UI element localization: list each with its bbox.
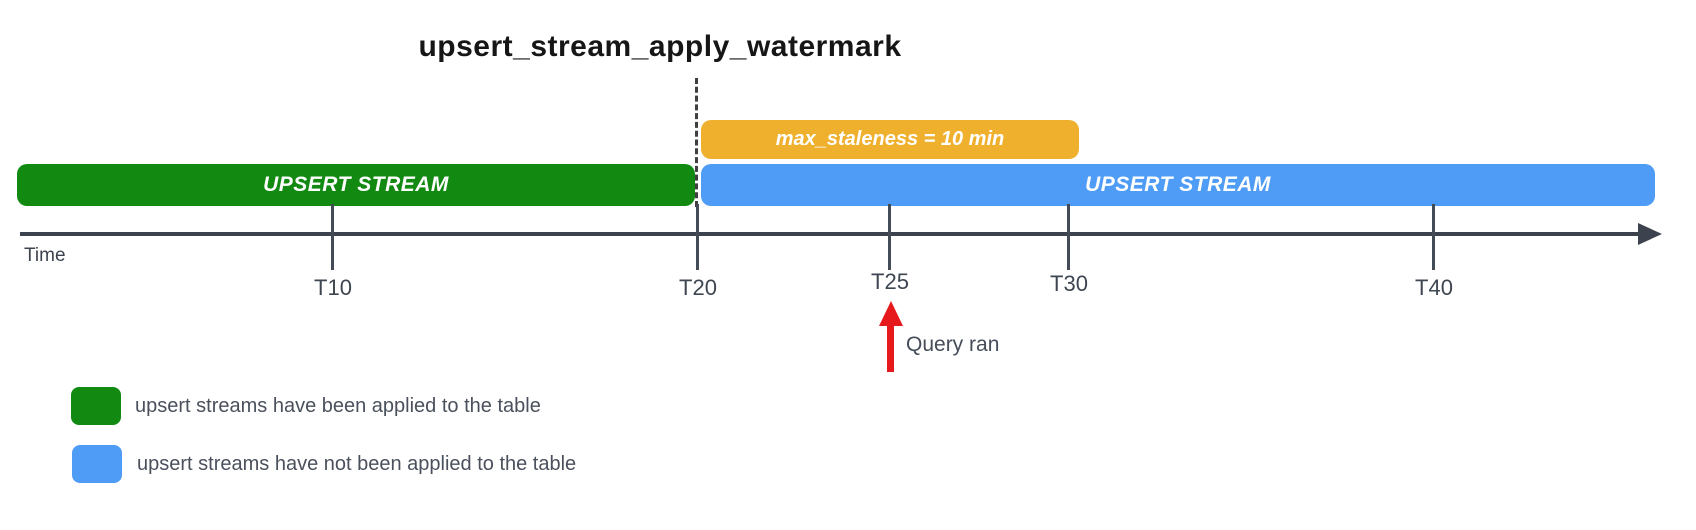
max-staleness-bar-label: max_staleness = 10 min: [775, 128, 1005, 150]
tick-t30: [1067, 204, 1070, 270]
upsert-stream-applied-bar: UPSERT STREAM: [17, 164, 695, 206]
tick-t20: [696, 204, 699, 270]
tick-label-t40: T40: [1415, 275, 1453, 300]
max-staleness-bar: max_staleness = 10 min: [701, 120, 1079, 159]
query-ran-arrow-icon: [879, 301, 903, 326]
tick-t40: [1432, 204, 1435, 270]
time-axis-line: [20, 232, 1642, 236]
legend-label-applied: upsert streams have been applied to the …: [135, 395, 541, 417]
tick-t10: [331, 204, 334, 270]
tick-t25: [888, 204, 891, 270]
watermark-dotted-line: [695, 78, 698, 207]
tick-label-t10: T10: [314, 275, 352, 300]
tick-label-t25: T25: [871, 269, 909, 294]
legend-label-pending: upsert streams have not been applied to …: [137, 453, 577, 475]
query-ran-label: Query ran: [906, 333, 1000, 356]
time-axis-label: Time: [24, 245, 66, 266]
tick-label-t20: T20: [679, 275, 717, 300]
query-ran-arrow-stem: [887, 324, 894, 372]
tick-label-t30: T30: [1050, 271, 1088, 296]
legend-swatch-pending-blue: [72, 445, 122, 483]
legend-swatch-applied-green: [71, 387, 121, 425]
diagram-title: upsert_stream_apply_watermark: [418, 30, 902, 63]
upsert-stream-applied-bar-label: UPSERT STREAM: [263, 173, 449, 196]
upsert-stream-pending-bar: UPSERT STREAM: [701, 164, 1655, 206]
upsert-stream-pending-bar-label: UPSERT STREAM: [1085, 173, 1271, 196]
time-axis-arrowhead-icon: [1638, 223, 1662, 245]
